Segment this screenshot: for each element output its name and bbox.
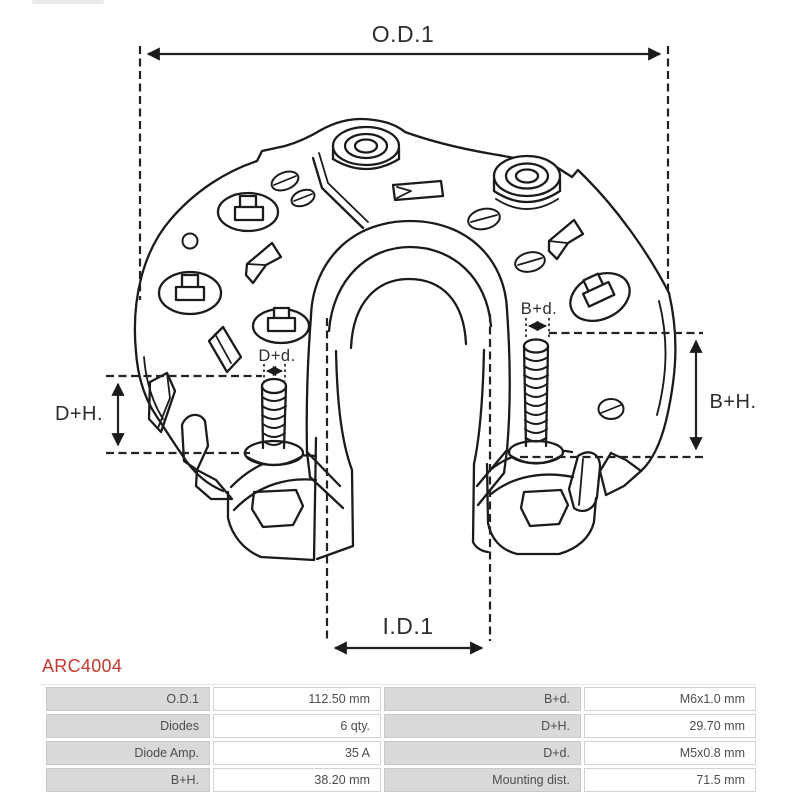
spec-table: O.D.1 112.50 mm B+d. M6x1.0 mm Diodes 6 … [46,687,756,792]
plate-holes [181,170,625,420]
dim-b-plus-h: B+H. [520,331,756,459]
spec-label: Diodes [46,714,210,738]
spec-label: Diode Amp. [46,741,210,765]
spec-label: B+d. [384,687,581,711]
diode-4 [569,271,631,323]
rivet-boss-top [331,125,401,171]
d-plus-d-label: D+d. [258,347,295,365]
diode-1 [216,191,280,233]
dimension-annotations: O.D.1 I.D.1 D+H. B+H. [55,21,756,655]
table-top-rule [40,684,756,685]
b-plus-h-label: B+H. [709,391,756,413]
part-number: ARC4004 [42,656,123,676]
diode-3 [251,306,311,345]
part-drawing [133,117,677,562]
spec-value: 112.50 mm [213,687,381,711]
stud-b-plus [507,338,565,465]
diode-2 [157,270,223,316]
spec-value: 29.70 mm [584,714,756,738]
stud-d-plus [243,377,305,467]
top-left-artifact [32,0,104,4]
dim-b-plus-d: B+d. [521,300,557,340]
plate-outline [133,117,677,497]
dim-od1: O.D.1 [138,21,670,300]
rib-bar [207,325,243,374]
left-ear-flaps [147,371,234,501]
b-plus-d-label: B+d. [521,300,557,318]
spec-value: 6 qty. [213,714,381,738]
spec-label: D+d. [384,741,581,765]
connector-slot [391,179,445,202]
rivet-boss-right [492,154,562,210]
id1-label: I.D.1 [382,613,433,639]
spec-label: D+H. [384,714,581,738]
rectifier-technical-drawing: O.D.1 I.D.1 D+H. B+H. [55,21,756,655]
spec-value: M5x0.8 mm [584,741,756,765]
d-plus-h-label: D+H. [55,403,103,425]
spec-value: 38.20 mm [213,768,381,792]
spec-value: M6x1.0 mm [584,687,756,711]
dim-id1: I.D.1 [325,314,492,655]
arrow-mark-right [547,218,585,261]
center-collar [305,219,511,561]
arrow-mark-left [244,241,283,285]
dim-d-plus-d: D+d. [258,347,295,381]
dim-d-plus-h: D+H. [55,374,262,455]
spec-label: O.D.1 [46,687,210,711]
od1-label: O.D.1 [372,21,435,47]
spec-label: B+H. [46,768,210,792]
spec-value: 35 A [213,741,381,765]
spec-label: Mounting dist. [384,768,581,792]
spec-value: 71.5 mm [584,768,756,792]
